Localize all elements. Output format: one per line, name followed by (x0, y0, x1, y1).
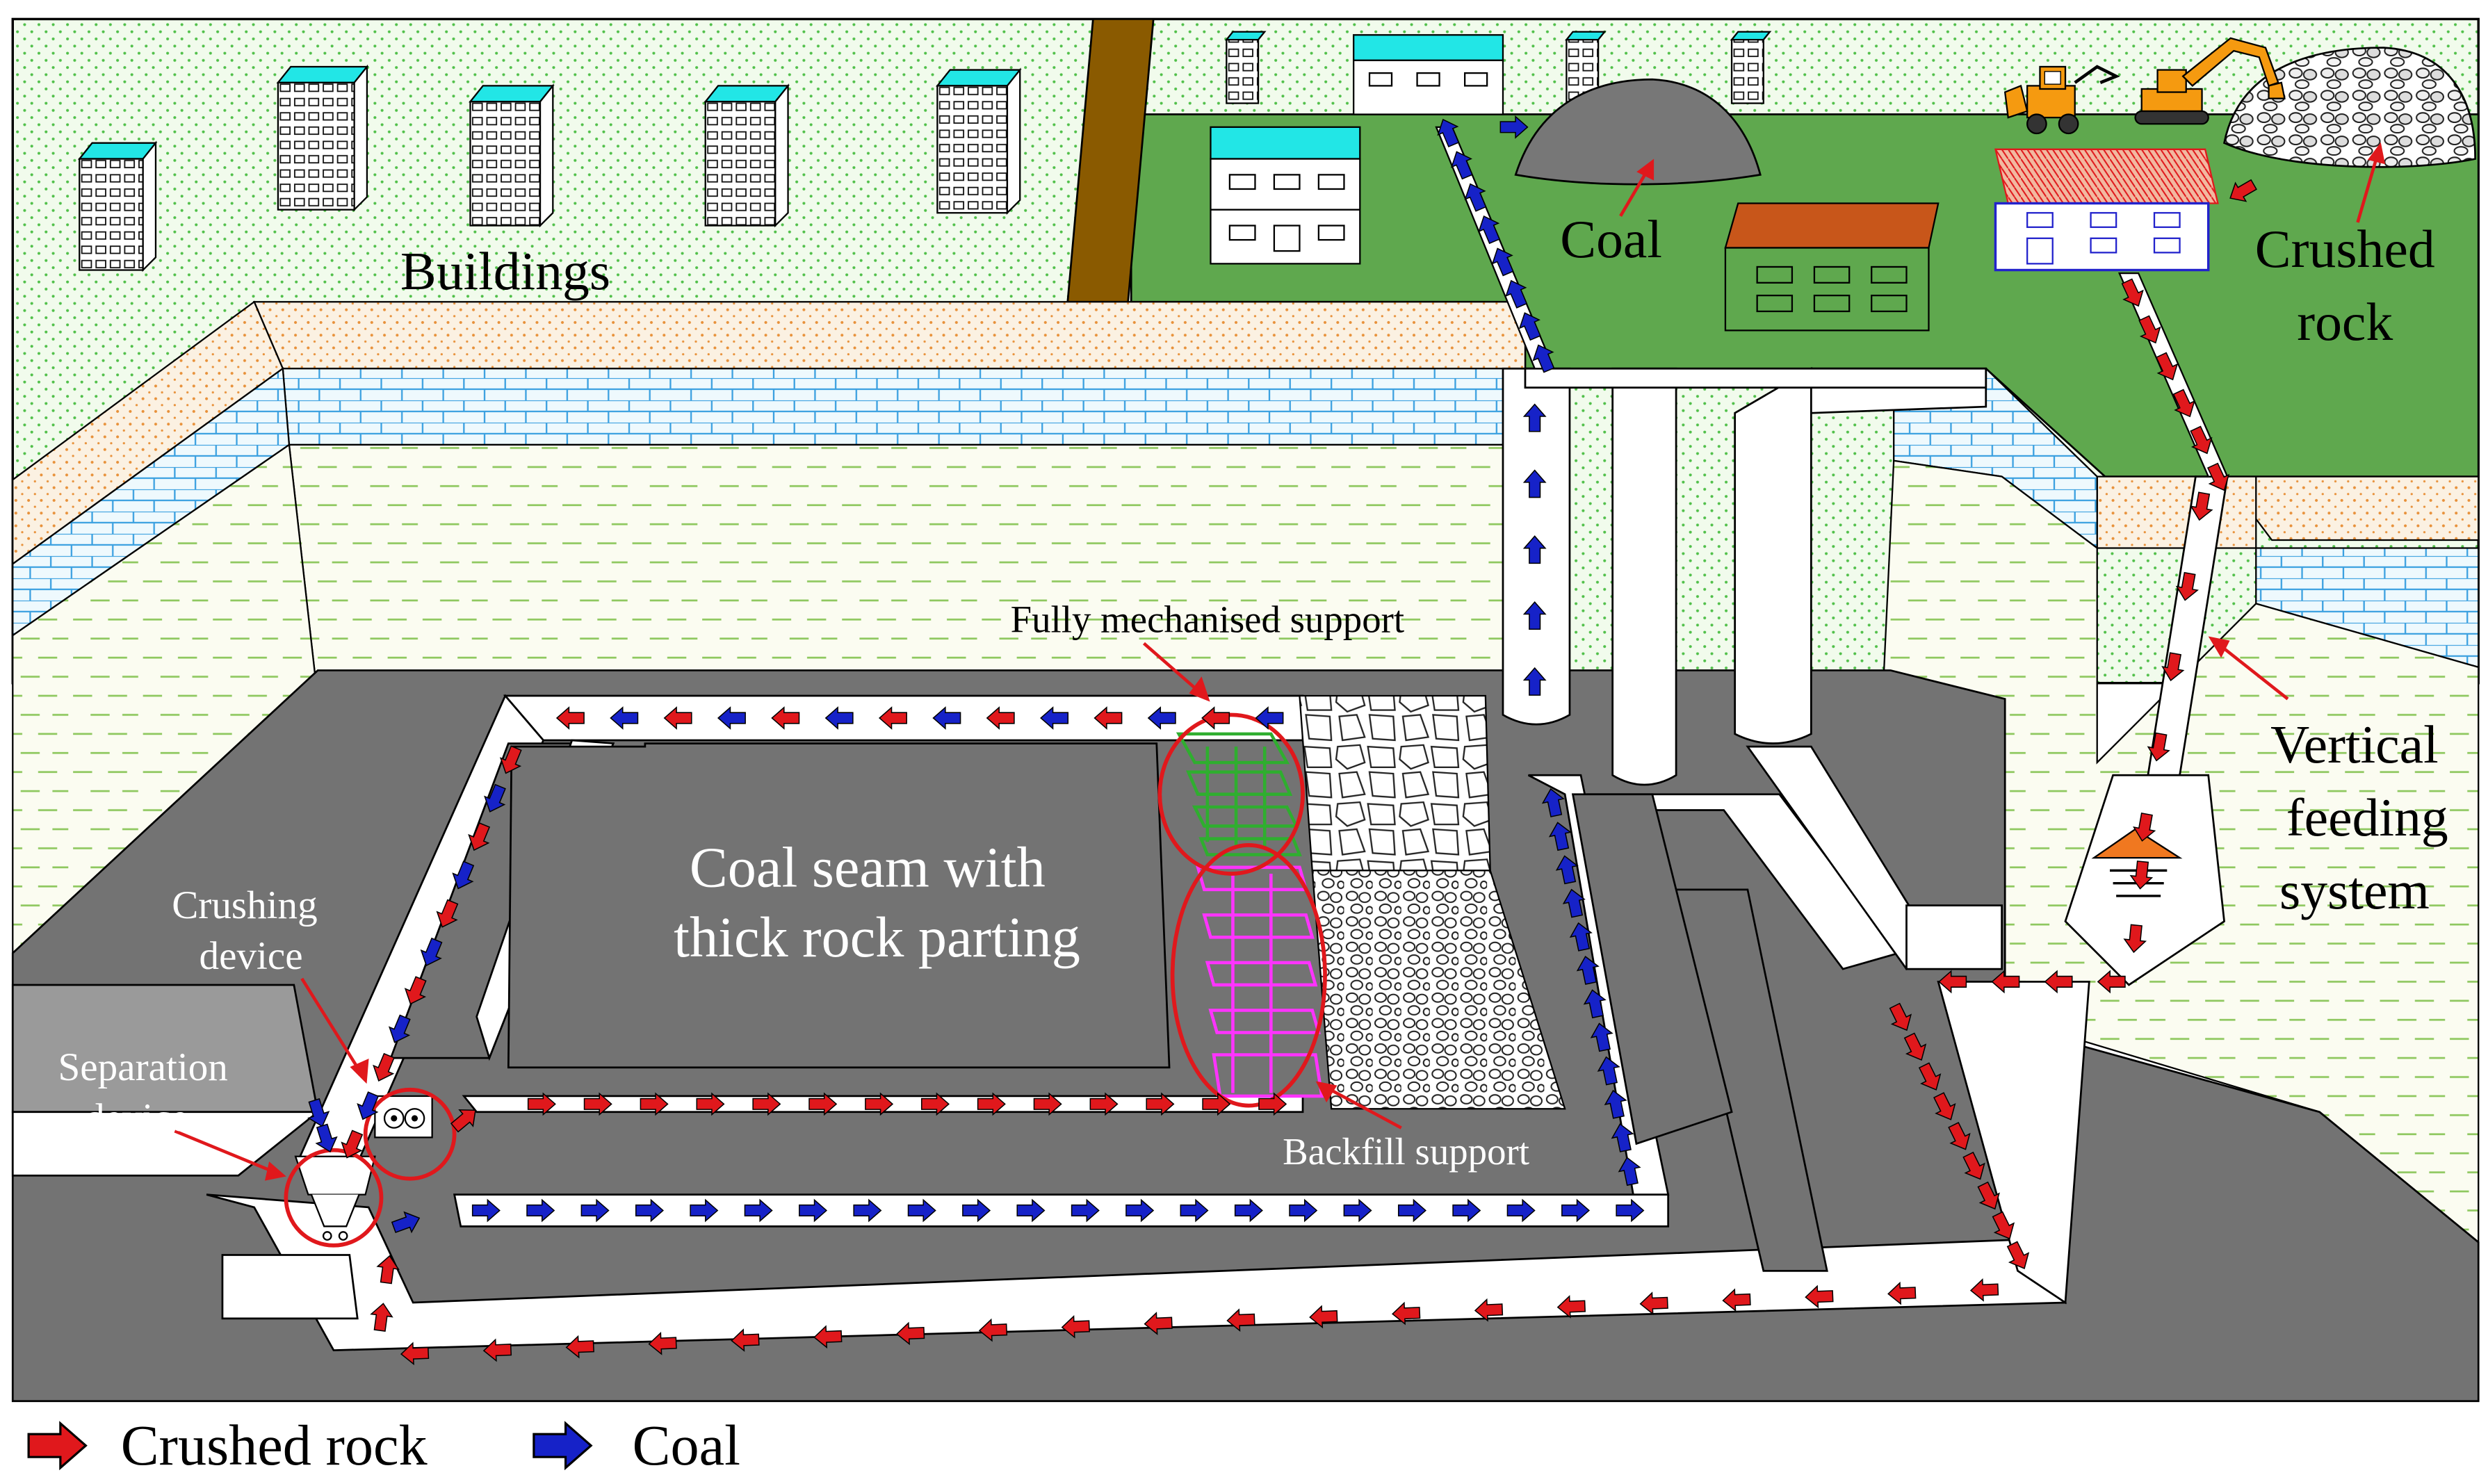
legend-coal-arrow-icon (532, 1422, 592, 1469)
label-crushed-rock-line1: Crushed (2255, 219, 2435, 279)
crushing-device-icon (374, 1095, 433, 1139)
bulldozer-icon (2003, 65, 2120, 135)
strata-sand-layer (12, 300, 2480, 566)
strata-brick-layer (12, 367, 2480, 669)
goaf-backfill-small-stone (1311, 870, 1566, 1110)
label-separation-device-line1: Separation (58, 1045, 228, 1089)
legend: Crushed rock Coal (27, 1414, 740, 1477)
legend-crushed-rock-arrow-icon (27, 1422, 88, 1469)
label-crushing-device-line2: device (200, 934, 303, 978)
label-coal-pile: Coal (1560, 209, 1662, 269)
legend-crushed-rock-label: Crushed rock (121, 1414, 428, 1477)
coal-pile-icon (1514, 78, 1762, 186)
annotation-leaders (174, 142, 2386, 1181)
rock-pile-icon (2222, 47, 2477, 168)
label-crushed-rock-line2: rock (2297, 292, 2393, 352)
backfill-support-icon (1196, 865, 1324, 1098)
label-backfill-support: Backfill support (1283, 1130, 1529, 1173)
label-buildings: Buildings (400, 241, 610, 301)
goaf-large-stone (1299, 694, 1491, 872)
coal-seam-panel (507, 742, 1171, 1069)
shafts (1502, 366, 2229, 986)
building-icon (77, 31, 2219, 332)
label-coal-seam-line1: Coal seam with (690, 835, 1046, 899)
label-vertical-feeding-line1: Vertical (2270, 715, 2439, 774)
legend-coal-label: Coal (633, 1414, 740, 1477)
label-crushing-device-line1: Crushing (172, 883, 317, 927)
label-vertical-feeding-line3: system (2279, 861, 2430, 920)
separation-device-icon (294, 1155, 376, 1241)
label-coal-seam-line2: thick rock parting (674, 906, 1080, 969)
annotation-ellipses (284, 712, 1327, 1248)
label-fully-mechanised-support: Fully mechanised support (1011, 598, 1405, 641)
label-separation-device-line2: device (85, 1096, 188, 1140)
label-vertical-feeding-line2: feeding (2286, 788, 2448, 847)
excavator-icon (2134, 37, 2286, 125)
floor-benches (11, 793, 2003, 1320)
